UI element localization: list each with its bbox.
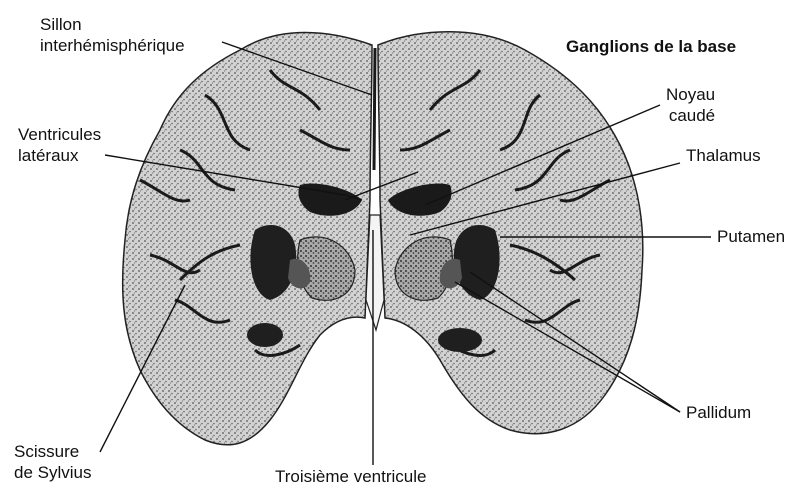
label-putamen: Putamen xyxy=(717,226,785,247)
left-temporal-patch xyxy=(247,323,283,347)
label-ventricules-lateraux: Ventricules latéraux xyxy=(18,124,101,166)
third-ventricle xyxy=(366,215,384,330)
label-thalamus: Thalamus xyxy=(686,145,761,166)
label-scissure-de-sylvius: Scissure de Sylvius xyxy=(14,441,91,483)
brain-section xyxy=(123,32,643,445)
right-temporal-patch xyxy=(438,328,482,352)
left-hemisphere xyxy=(123,33,372,445)
label-troisieme-ventricule: Troisième ventricule xyxy=(275,466,426,487)
label-pallidum: Pallidum xyxy=(686,402,751,423)
figure-title: Ganglions de la base xyxy=(566,36,736,57)
label-sillon-interhemispherique: Sillon interhémisphérique xyxy=(40,14,185,56)
label-noyau-caude: Noyau caudé xyxy=(666,84,715,126)
